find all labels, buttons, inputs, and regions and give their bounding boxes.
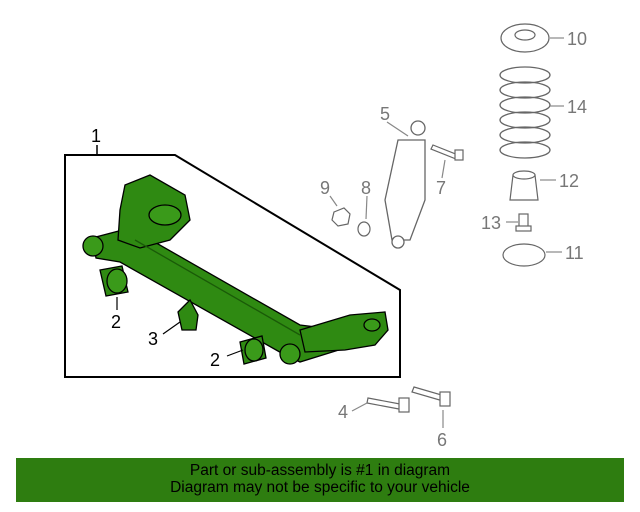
callout-12: 12	[559, 171, 579, 191]
callout-13: 13	[481, 213, 501, 233]
callout-8: 8	[361, 178, 371, 198]
callout-5: 5	[380, 104, 390, 124]
callout-9: 9	[320, 178, 330, 198]
assembly-outline	[64, 154, 401, 378]
callout-4: 4	[338, 402, 348, 422]
spring-seat-top[interactable]	[500, 23, 550, 53]
washer-8[interactable]	[357, 221, 371, 237]
bracket[interactable]	[177, 298, 199, 331]
parts-diagram: 1 2 3 2 5 7 8 9 10 14 12 13 11 4 6	[64, 23, 587, 450]
nut-9[interactable]	[331, 207, 351, 227]
note-line-1: Part or sub-assembly is #1 in diagram	[189, 462, 451, 479]
callout-2-right: 2	[210, 350, 220, 370]
bolt-7[interactable]	[430, 144, 464, 161]
coil-spring[interactable]	[499, 66, 551, 159]
bushing-right[interactable]	[239, 335, 267, 365]
insulator-11[interactable]	[502, 243, 546, 267]
bolt-4[interactable]	[366, 397, 410, 413]
callout-10: 10	[567, 29, 587, 49]
callout-14: 14	[567, 97, 587, 117]
bump-stop[interactable]	[509, 170, 539, 201]
note-line-2: Diagram may not be specific to your vehi…	[170, 479, 470, 496]
leader-lines	[116, 297, 244, 357]
leader-lines-grey	[329, 37, 564, 428]
diagram-note-banner: Part or sub-assembly is #1 in diagram Di…	[16, 458, 624, 502]
callout-11: 11	[565, 243, 584, 263]
bushing-left[interactable]	[99, 265, 129, 297]
bolt-13[interactable]	[515, 213, 532, 232]
callout-7: 7	[436, 178, 446, 198]
callout-1: 1	[91, 126, 101, 146]
bolt-6[interactable]	[411, 386, 451, 407]
rear-axle-beam[interactable]	[82, 174, 389, 365]
callout-2-left: 2	[111, 312, 121, 332]
callout-3: 3	[148, 329, 158, 349]
callout-6: 6	[437, 430, 447, 450]
shock-absorber[interactable]	[384, 120, 426, 249]
